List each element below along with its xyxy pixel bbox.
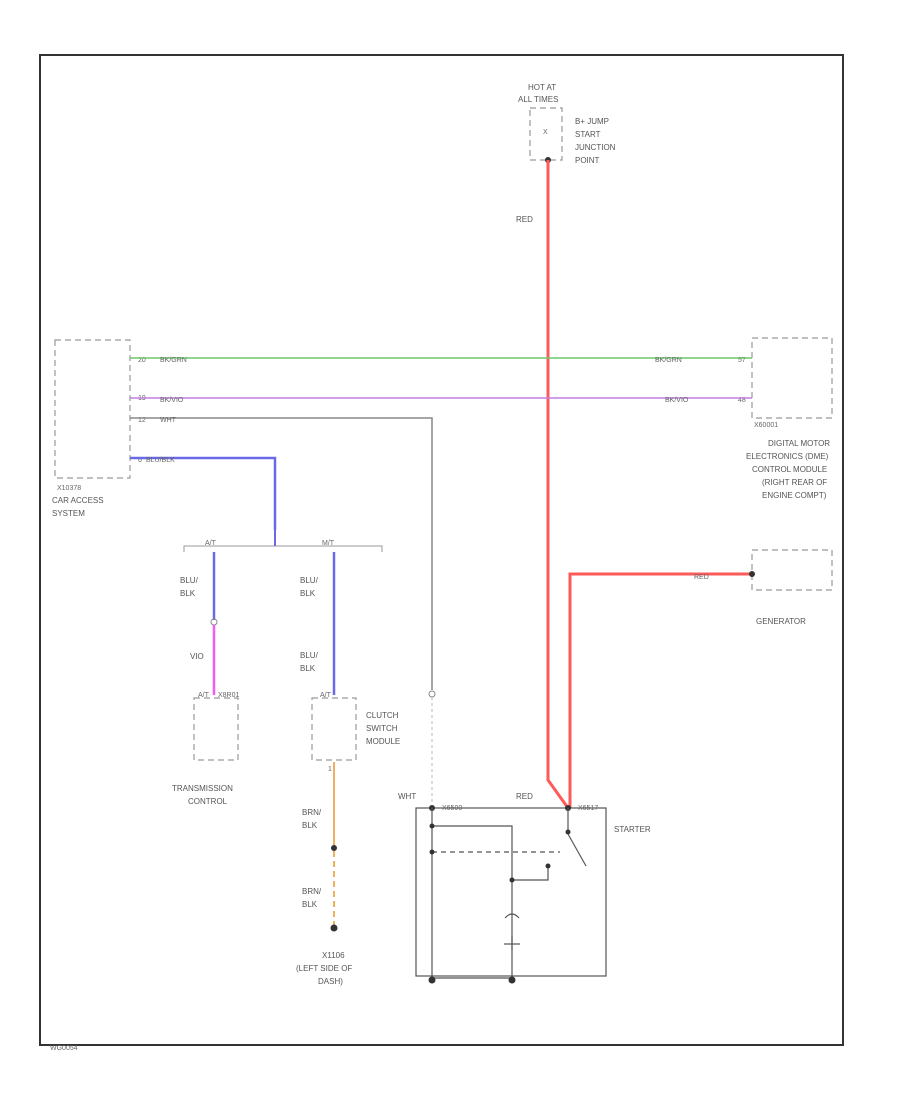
starter-red-label: RED — [516, 792, 533, 801]
car-access-pin-4: 6 — [138, 457, 142, 464]
starter-ground-left — [428, 976, 436, 984]
car-access-label-1: CAR ACCESS — [52, 496, 104, 505]
wire-bk-grn-label-left: BK/GRN — [160, 357, 187, 364]
wire-wht — [130, 417, 433, 690]
wire-brn-blk-label-2: BLK — [302, 821, 318, 830]
starter-ground-right — [508, 976, 516, 984]
generator-box — [751, 549, 833, 591]
wire-generator-red — [568, 572, 752, 808]
ground-splice-dot — [331, 845, 337, 851]
starter-junction-3 — [509, 877, 515, 883]
car-access-pin-3: 12 — [138, 417, 146, 424]
starter-wht-label: WHT — [398, 792, 416, 801]
dme-pin-2: 48 — [738, 397, 746, 404]
diagram-frame — [39, 54, 844, 1046]
transmission-control-connector: X8R01 — [218, 692, 240, 699]
wire-bk-grn-label-right: BK/GRN — [655, 357, 682, 364]
ground-location-1: (LEFT SIDE OF — [296, 964, 352, 973]
clutch-switch-label-3: MODULE — [366, 737, 400, 746]
clutch-switch-label-1: CLUTCH — [366, 711, 399, 720]
dme-pin-1: 57 — [738, 357, 746, 364]
jump-start-label-2: START — [575, 130, 601, 139]
starter-box — [415, 807, 607, 977]
ground-point — [330, 924, 338, 932]
jump-start-label-3: JUNCTION — [575, 143, 616, 152]
starter-connector-left: X6500 — [442, 805, 462, 812]
transmission-control-label-2: CONTROL — [188, 797, 228, 806]
wire-wht-connector — [428, 690, 436, 698]
wire-blu-blk — [130, 456, 277, 530]
dme-label-1: DIGITAL MOTOR — [768, 439, 830, 448]
clutch-switch-label-2: SWITCH — [366, 724, 398, 733]
splice-mt-label: M/T — [322, 540, 335, 547]
hot-at-label-2: ALL TIMES — [518, 95, 558, 104]
car-access-pin-1: 20 — [138, 357, 146, 364]
dme-connector-box — [751, 337, 833, 419]
wire-brn-blk-label-4: BLK — [302, 900, 318, 909]
dme-label-4: (RIGHT REAR OF — [762, 478, 827, 487]
dme-label-3: CONTROL MODULE — [752, 465, 827, 474]
car-access-label-2: SYSTEM — [52, 509, 85, 518]
wire-right-blu-blk-label-3: BLU/ — [300, 651, 319, 660]
jump-start-label-4: POINT — [575, 156, 600, 165]
wire-red-main — [546, 160, 570, 809]
dme-label-2: ELECTRONICS (DME) — [746, 452, 829, 461]
ground-location-2: DASH) — [318, 977, 343, 986]
generator-terminal — [749, 571, 755, 577]
transmission-control-label-1: TRANSMISSION — [172, 784, 233, 793]
ground-label: X1106 — [322, 951, 345, 960]
starter-label: STARTER — [614, 825, 651, 834]
wire-blu-blk-label: BLU/BLK — [146, 457, 175, 464]
wire-right-blu-blk-label-4: BLK — [300, 664, 316, 673]
diagram-code: WG0054 — [50, 1045, 78, 1052]
clutch-switch-box — [311, 697, 357, 761]
splice-at-label: A/T — [205, 540, 217, 547]
wire-left-blu-blk-label-2: BLK — [180, 589, 196, 598]
wire-bk-vio-label-left: BK/VIO — [160, 397, 184, 404]
car-access-connector-id: X10378 — [57, 485, 81, 492]
wire-brn-blk-label-3: BRN/ — [302, 887, 322, 896]
wire-red-main-label: RED — [516, 215, 533, 224]
wire-wht-label: WHT — [160, 417, 177, 424]
splice-bar — [183, 545, 383, 552]
transmission-control-pin: A/T — [198, 692, 210, 699]
wire-right-blu-blk-label-2: BLK — [300, 589, 316, 598]
starter-solenoid-contact — [545, 863, 551, 869]
jump-start-pin: X — [543, 129, 548, 136]
generator-label: GENERATOR — [756, 617, 806, 626]
jump-start-label-1: B+ JUMP — [575, 117, 609, 126]
dme-label-5: ENGINE COMPT) — [762, 491, 827, 500]
wire-bk-vio-label-right: BK/VIO — [665, 397, 689, 404]
starter-junction-1 — [429, 823, 435, 829]
starter-internal-circuit — [431, 808, 587, 980]
wire-right-blu-blk-label-1: BLU/ — [300, 576, 319, 585]
clutch-switch-pin-top: A/T — [320, 692, 332, 699]
dme-connector-id: X60001 — [754, 422, 778, 429]
wire-generator-label: RED — [694, 574, 709, 581]
hot-at-label-1: HOT AT — [528, 83, 556, 92]
car-access-connector-box — [54, 339, 131, 479]
starter-junction-2 — [429, 849, 435, 855]
wire-left-blu-blk-label-1: BLU/ — [180, 576, 199, 585]
wire-vio-label: VIO — [190, 652, 204, 661]
wire-brn-blk-label-1: BRN/ — [302, 808, 322, 817]
starter-switch-contact — [565, 829, 571, 835]
starter-connector-right: X6517 — [578, 805, 598, 812]
transmission-control-box — [193, 697, 239, 761]
clutch-switch-pin-bottom: 1 — [328, 766, 332, 773]
